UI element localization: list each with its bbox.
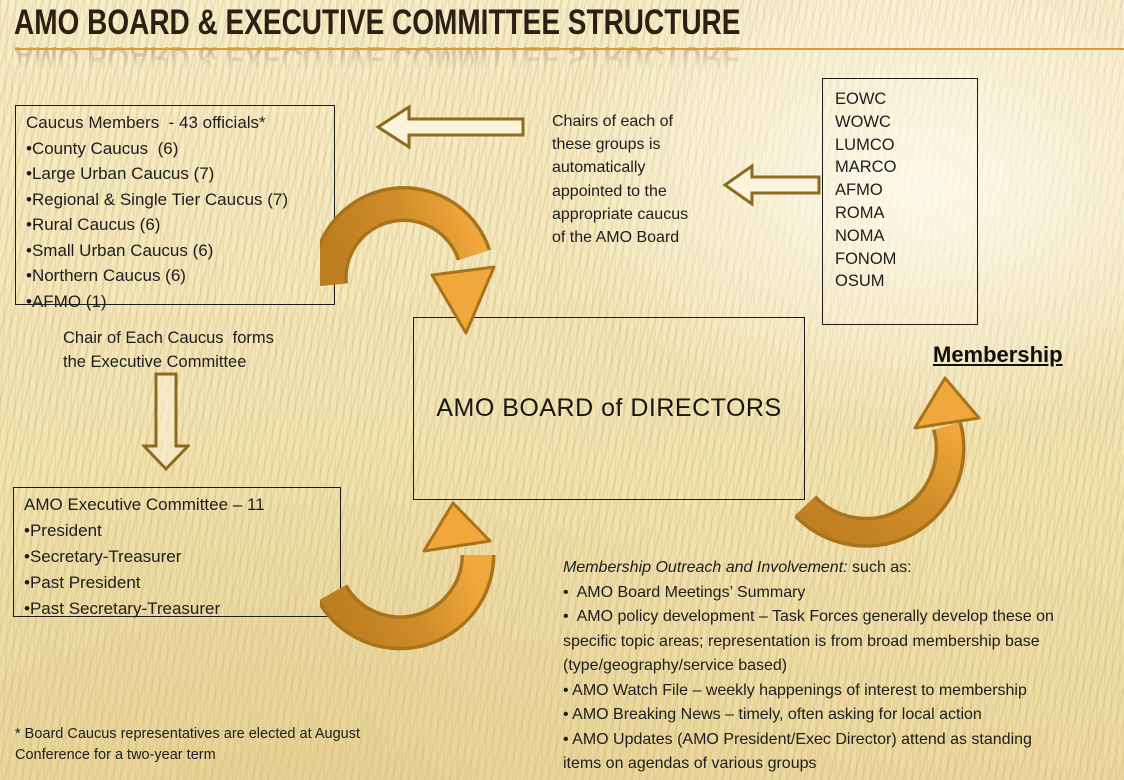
board-of-directors-label: AMO BOARD of DIRECTORS [436, 394, 782, 422]
outreach-intro-rest: such as: [847, 559, 912, 576]
chairs-note: Chairs of each of these groups is automa… [552, 113, 689, 247]
membership-heading: Membership [933, 342, 1063, 367]
footnote: * Board Caucus representatives are elect… [15, 726, 360, 763]
membership-groups-box: EOWC WOWC LUMCO MARCO AFMO ROMA NOMA FON… [822, 78, 978, 325]
exec-committee-heading: AMO Executive Committee – 11 [24, 495, 265, 514]
outreach-intro-italic: Membership Outreach and Involvement: [563, 559, 848, 576]
chair-forms-note: Chair of Each Caucus forms the Executive… [63, 329, 274, 371]
outreach-note: Membership Outreach and Involvement: suc… [563, 556, 1124, 777]
hollow-left-arrow-icon [375, 103, 527, 151]
curved-arrow-exec-to-board-icon [320, 495, 510, 670]
page-title-reflection: AMO BOARD & EXECUTIVE COMMITTEE STRUCTUR… [14, 39, 741, 78]
page-title: AMO BOARD & EXECUTIVE COMMITTEE STRUCTUR… [14, 3, 741, 42]
caucus-members-list: •County Caucus (6) •Large Urban Caucus (… [26, 138, 289, 311]
curved-arrow-board-to-membership-icon [795, 368, 985, 573]
title-underline [15, 48, 1124, 50]
hollow-left-arrow-icon [722, 163, 822, 207]
board-of-directors-box: AMO BOARD of DIRECTORS [413, 317, 805, 500]
outreach-lines: • AMO Board Meetings’ Summary • AMO poli… [563, 583, 1054, 773]
hollow-down-arrow-icon [142, 372, 190, 472]
caucus-members-heading: Caucus Members - 43 officials* [26, 113, 266, 132]
membership-groups-list: EOWC WOWC LUMCO MARCO AFMO ROMA NOMA FON… [835, 90, 897, 291]
caucus-members-box: Caucus Members - 43 officials* •County C… [15, 105, 335, 311]
exec-committee-list: •President •Secretary-Treasurer •Past Pr… [24, 521, 221, 618]
outreach-intro: Membership Outreach and Involvement: suc… [563, 556, 1124, 581]
exec-committee-box: AMO Executive Committee – 11 •President … [13, 487, 341, 618]
curved-arrow-caucus-to-board-icon [320, 183, 505, 338]
